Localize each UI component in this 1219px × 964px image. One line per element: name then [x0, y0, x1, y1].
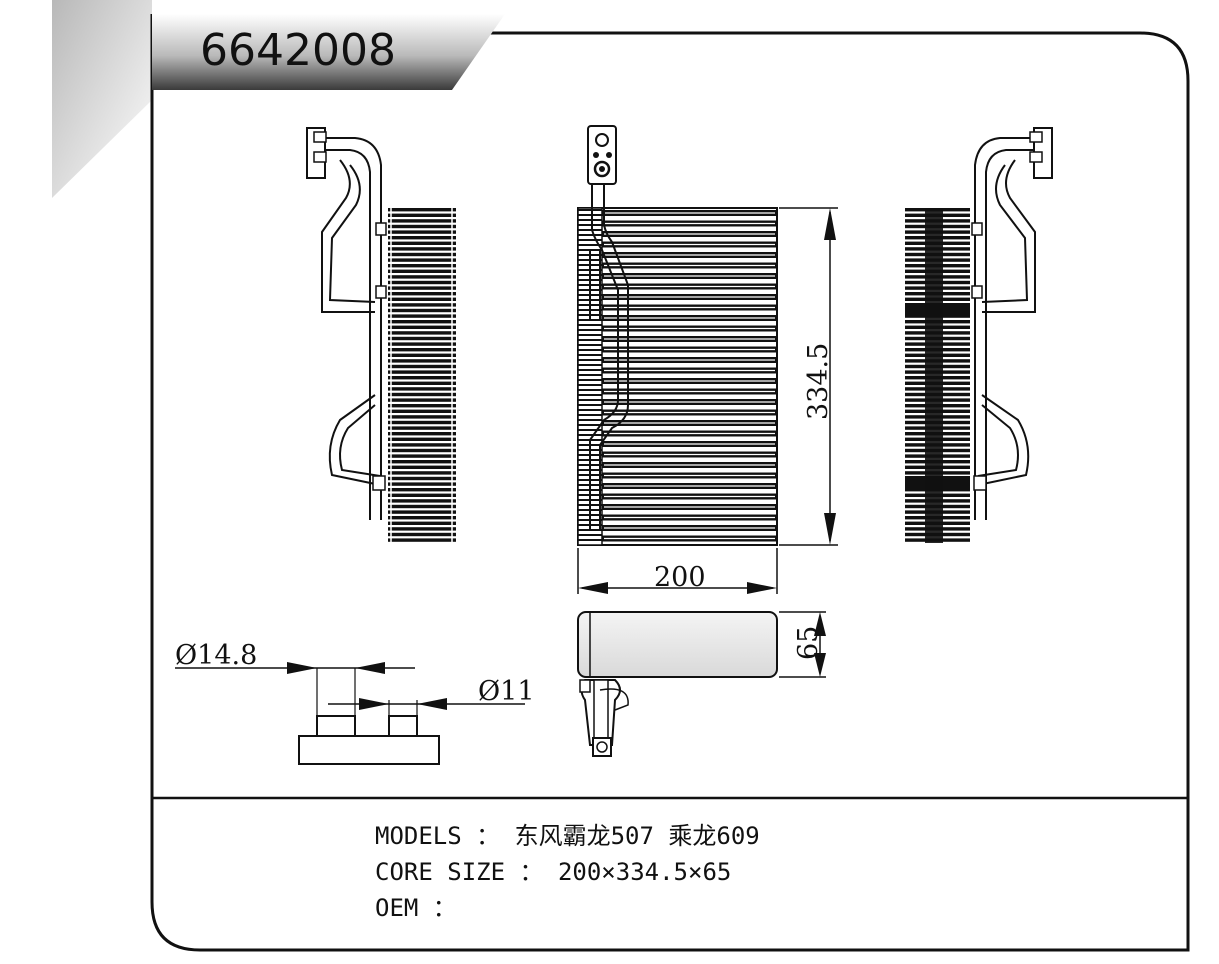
fin-line [388, 420, 456, 425]
fitting-port-large [316, 715, 356, 737]
fin-line [388, 208, 456, 212]
width-label: 200 [654, 562, 706, 593]
front-tube-stack [602, 210, 777, 542]
spec-label: OEM [375, 894, 419, 922]
fin-line [388, 247, 456, 251]
spec-value: 200×334.5×65 [557, 858, 732, 886]
fin-line [388, 364, 456, 369]
height-label: 334.5 [803, 343, 834, 420]
spec-value: 东风霸龙507 乘龙609 [514, 822, 760, 850]
frame [150, 14, 1190, 952]
outlet-diameter-label: Ø11 [478, 676, 535, 707]
fin-line [388, 230, 456, 234]
fin-line [388, 471, 456, 475]
fin-line [388, 381, 456, 385]
fin-line [388, 392, 456, 397]
spec-row-models: MODELS ： 东风霸龙507 乘龙609 [375, 818, 760, 854]
inlet-diameter-label: Ø14.8 [175, 640, 257, 671]
fin-line [388, 308, 456, 313]
fin-line [388, 454, 456, 458]
spec-block: MODELS ： 东风霸龙507 乘龙609 CORE SIZE ： 200×3… [375, 818, 760, 926]
spec-sep: ： [461, 822, 515, 850]
fin-line [388, 437, 456, 441]
fin-line [388, 303, 456, 307]
fin-line [388, 465, 456, 469]
corner-decoration [52, 0, 152, 198]
fin-line [388, 353, 456, 357]
fin-line [388, 476, 456, 481]
spec-label: MODELS [375, 822, 462, 850]
fin-line [388, 314, 456, 318]
fin-line [388, 236, 456, 240]
fin-line [388, 359, 456, 363]
depth-label: 65 [793, 626, 824, 660]
fin-line [388, 224, 456, 229]
fin-line [388, 504, 456, 509]
fin-line [388, 493, 456, 497]
part-number: 6642008 [200, 25, 396, 76]
fin-line [388, 415, 456, 419]
spec-label: CORE SIZE [375, 858, 506, 886]
spec-row-oem: OEM ： [375, 890, 760, 926]
fin-line [388, 252, 456, 257]
fitting-base [298, 735, 440, 765]
fin-line [388, 398, 456, 402]
fin-line [388, 286, 456, 290]
spec-sep: ： [505, 858, 558, 886]
fin-line [388, 297, 456, 301]
fin-line [388, 325, 456, 329]
fin-line [388, 432, 456, 436]
fin-line [388, 426, 456, 430]
fin-line [388, 482, 456, 486]
fin-line [388, 241, 456, 245]
fin-line [388, 488, 456, 492]
fin-line [388, 387, 456, 391]
fin-line [388, 269, 456, 273]
fin-line [388, 499, 456, 503]
fin-line [388, 264, 456, 268]
fin-line [388, 348, 456, 352]
height-dimension: 334.5 [779, 207, 838, 546]
left-side-view [306, 127, 456, 543]
fin-line [388, 370, 456, 374]
fin-line [388, 527, 456, 531]
fin-line [388, 213, 456, 217]
left-pipe [318, 137, 382, 520]
fin-line [388, 510, 456, 514]
right-side-view [905, 127, 1053, 543]
fitting-port-small [388, 715, 418, 737]
fitting-detail: Ø14.8 Ø11 [175, 640, 535, 765]
fin-line [388, 376, 456, 380]
spec-row-core-size: CORE SIZE ： 200×334.5×65 [375, 854, 760, 890]
fin-line [388, 532, 456, 537]
fin-line [388, 336, 456, 341]
front-view [577, 125, 778, 546]
fin-line [388, 538, 456, 542]
fin-line [388, 521, 456, 525]
fin-line [388, 448, 456, 453]
fin-line [388, 219, 456, 223]
top-core [577, 611, 778, 678]
depth-dimension: 65 [779, 611, 826, 678]
fin-line [388, 342, 456, 346]
fin-line [388, 275, 456, 279]
width-dimension: 200 [577, 548, 778, 594]
front-inlet-pipe [589, 180, 619, 530]
fin-line [388, 258, 456, 262]
left-fin-stack [388, 208, 456, 543]
fin-line [388, 516, 456, 520]
fin-line [388, 460, 456, 464]
fin-line [388, 331, 456, 335]
fin-line [388, 409, 456, 413]
fin-line [388, 404, 456, 408]
fin-line [388, 292, 456, 296]
spec-sep: ： [418, 894, 457, 922]
header-tab [152, 14, 505, 90]
fin-line [388, 320, 456, 324]
fin-line [388, 443, 456, 447]
fin-line [388, 280, 456, 285]
top-view [577, 611, 778, 757]
